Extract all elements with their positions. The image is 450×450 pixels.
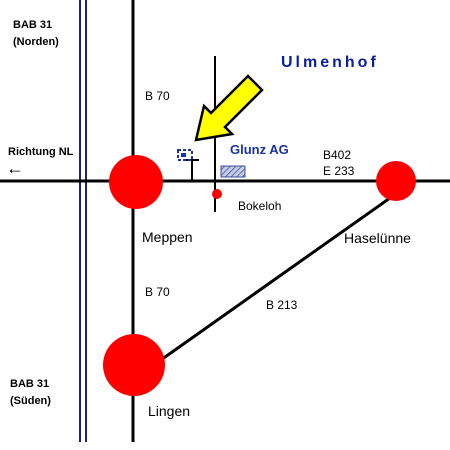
village-dot-bokeloh xyxy=(212,189,222,199)
direction-west-arrow-icon: ← xyxy=(6,158,24,178)
company-site-icon xyxy=(177,149,193,161)
label-direction-west: Richtung NL xyxy=(8,146,74,158)
region-label: Ulmenhof xyxy=(281,54,379,71)
label-bab31-south-direction: (Süden) xyxy=(10,395,51,407)
city-dot-lingen xyxy=(103,334,165,396)
label-bab31-south: BAB 31 xyxy=(10,378,49,390)
location-pointer-arrow-icon xyxy=(194,74,264,142)
label-b402: B402 xyxy=(323,148,351,162)
access-road xyxy=(185,159,199,181)
village-label-bokeloh: Bokeloh xyxy=(238,199,281,213)
city-dot-haseluenne xyxy=(376,161,416,201)
label-bab31-north-direction: (Norden) xyxy=(13,36,59,48)
label-e233: E 233 xyxy=(323,164,355,178)
company-label: Glunz AG xyxy=(230,142,289,157)
road-b213 xyxy=(157,196,391,364)
city-dot-meppen xyxy=(109,155,163,209)
motorway-bab31 xyxy=(79,0,87,442)
company-building-icon xyxy=(220,165,246,178)
city-label-lingen: Lingen xyxy=(148,403,190,419)
city-label-haseluenne: Haselünne xyxy=(344,230,411,246)
label-b70-south: B 70 xyxy=(145,285,170,299)
label-bab31-north: BAB 31 xyxy=(13,19,52,31)
city-label-meppen: Meppen xyxy=(142,229,193,245)
label-b70-north: B 70 xyxy=(145,89,170,103)
label-b213: B 213 xyxy=(266,298,298,312)
